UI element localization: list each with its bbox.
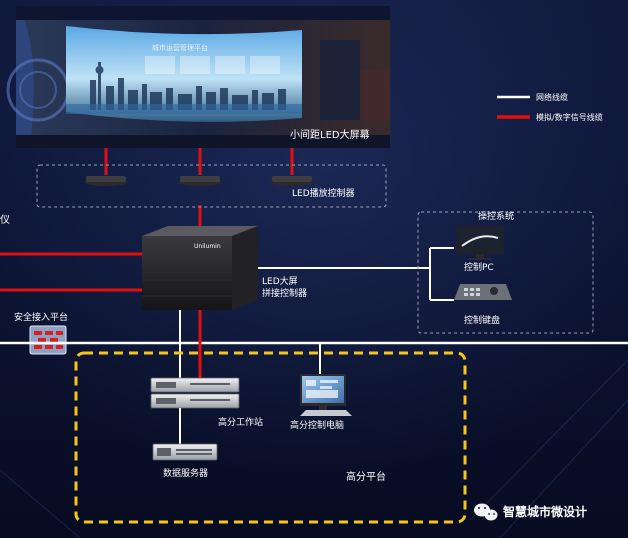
- play-controller-device-1: [84, 176, 128, 186]
- splicer-label-line2: 拼接控制器: [262, 287, 307, 299]
- wechat-icon: [474, 503, 498, 521]
- security-label: 安全接入平台: [14, 311, 68, 323]
- hd-control-pc: [300, 374, 352, 416]
- control-system-group: 操控系统 控制PC: [417, 210, 594, 334]
- play-controller-label: LED播放控制器: [292, 187, 355, 199]
- left-edge-text: 仪: [0, 214, 10, 226]
- hd-workstation: [150, 377, 240, 409]
- control-pc-label: 控制PC: [464, 261, 494, 273]
- hd-control-pc-label: 高分控制电脑: [290, 419, 344, 431]
- legend-network-label: 网络线缆: [536, 92, 568, 102]
- splicer-brand: Unilumin: [194, 243, 221, 250]
- signal-lines-top: [104, 148, 294, 232]
- play-controller-device-2: [178, 176, 222, 186]
- security-platform: 安全接入平台: [14, 311, 68, 355]
- led-wall-photo: 城市运营管理平台 小间距LED大屏幕: [6, 6, 390, 148]
- control-system-title: 操控系统: [478, 210, 514, 222]
- hd-platform-title: 高分平台: [346, 470, 386, 483]
- watermark: 智慧城市微设计: [474, 503, 587, 521]
- legend-signal-label: 模拟/数字信号线缆: [536, 112, 603, 122]
- background-streaks: [0, 359, 628, 538]
- splicer-controller: Unilumin: [142, 226, 258, 310]
- data-server-label: 数据服务器: [163, 467, 208, 479]
- led-wall-label: 小间距LED大屏幕: [290, 128, 370, 141]
- control-pc-monitor-icon: [456, 226, 504, 260]
- splicer-label-line1: LED大屏: [262, 275, 298, 287]
- firewall-icon: [29, 325, 67, 355]
- play-controller-device-3: [270, 176, 314, 186]
- data-server: [152, 443, 218, 461]
- keyboard-icon: [300, 410, 352, 416]
- control-keyboard-label: 控制键盘: [464, 314, 500, 326]
- watermark-text: 智慧城市微设计: [502, 504, 587, 519]
- signal-lines-left: [0, 252, 142, 292]
- hd-workstation-label: 高分工作站: [218, 416, 263, 428]
- play-controller-group: LED播放控制器: [36, 164, 387, 208]
- screen-caption: 城市运营管理平台: [152, 43, 208, 52]
- hd-platform-box: [74, 351, 467, 524]
- control-keyboard-icon: [454, 284, 512, 300]
- legend: 网络线缆 模拟/数字信号线缆: [497, 92, 603, 122]
